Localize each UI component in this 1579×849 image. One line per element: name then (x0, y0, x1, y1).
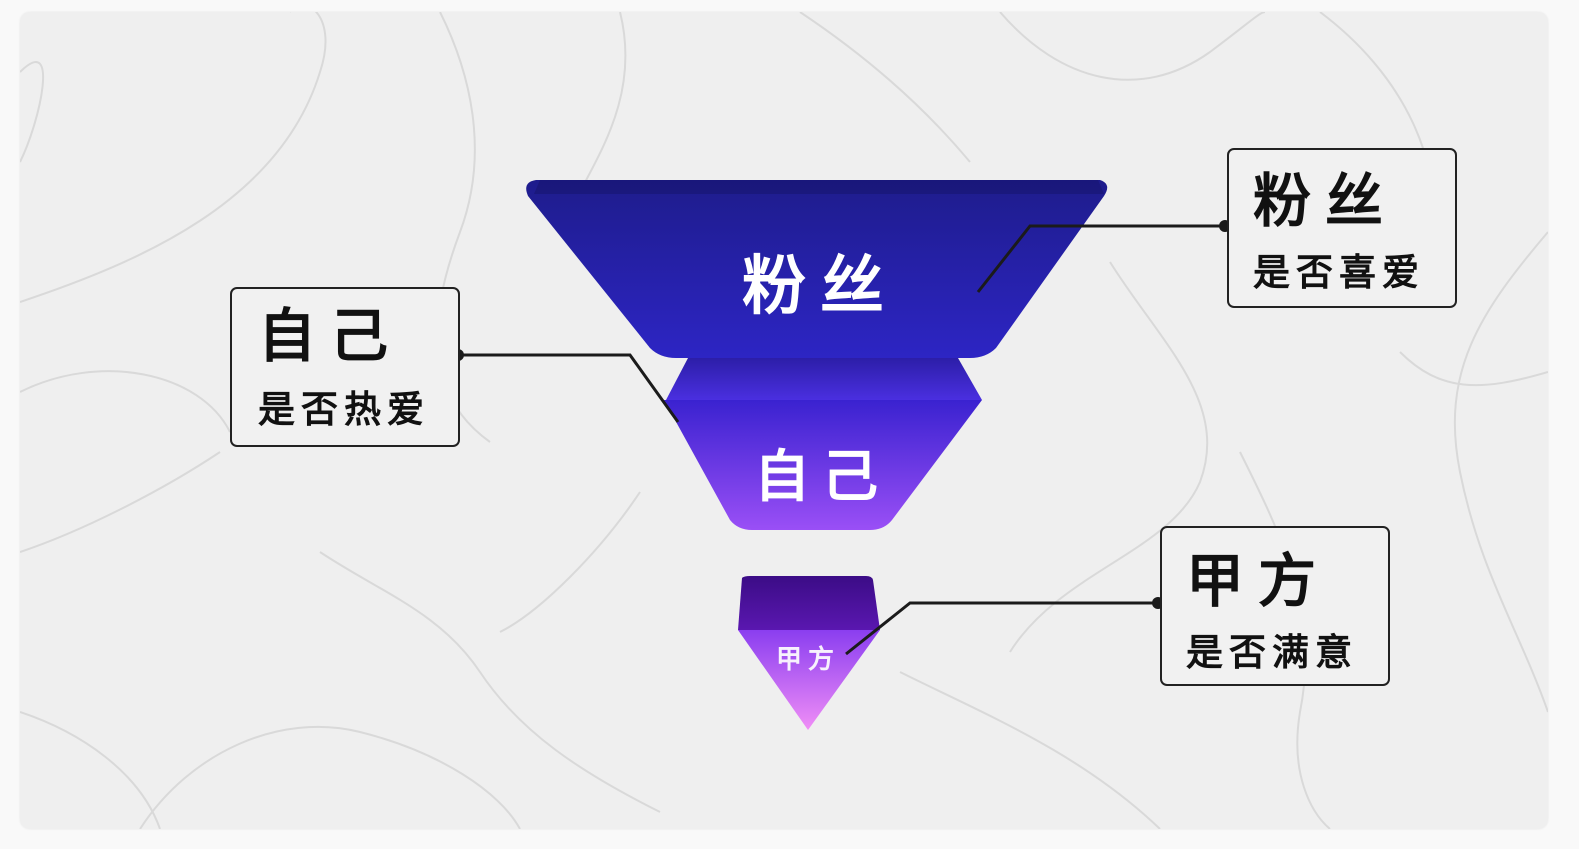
funnel-diagram: 粉丝 自己 甲方 (452, 180, 1231, 730)
connector-self (458, 353, 680, 423)
background-contour-lines (20, 12, 1548, 829)
callout-self: 自己 是否热爱 (230, 287, 460, 447)
funnel-layer-client: 甲方 (738, 576, 880, 730)
callout-client-subtitle: 是否满意 (1186, 631, 1358, 674)
funnel-label-fans: 粉丝 (742, 250, 898, 324)
funnel-layer-self: 自己 (664, 358, 982, 530)
callout-self-subtitle: 是否热爱 (258, 388, 430, 431)
funnel-label-self: 自己 (754, 445, 890, 510)
slide-canvas: 粉丝 自己 甲方 粉丝 是否喜爱 自己 是否热爱 (20, 12, 1548, 829)
callout-client: 甲方 是否满意 (1160, 526, 1390, 686)
connector-client (845, 601, 1158, 656)
connector-fans (976, 224, 1225, 293)
callout-fans-title: 粉丝 (1253, 167, 1398, 235)
funnel-layer-fans: 粉丝 (526, 180, 1108, 358)
callout-client-title: 甲方 (1186, 547, 1331, 615)
callout-fans-subtitle: 是否喜爱 (1253, 251, 1425, 294)
callout-self-title: 自己 (258, 302, 403, 370)
callout-fans: 粉丝 是否喜爱 (1227, 148, 1457, 308)
funnel-label-client: 甲方 (776, 644, 840, 675)
